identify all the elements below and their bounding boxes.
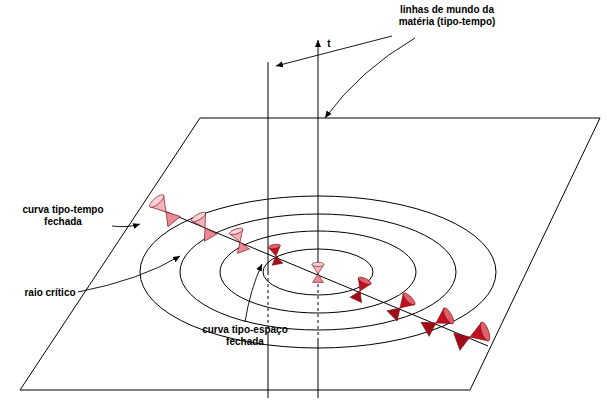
curve-label: curva tipo-tempo fechada — [14, 204, 112, 228]
light-cone — [190, 210, 217, 241]
light-cone — [229, 227, 250, 254]
axis-label: t — [323, 38, 335, 50]
light-cone — [268, 243, 283, 265]
light-cone — [312, 262, 324, 282]
radial-line — [150, 205, 488, 346]
curve-label: curva tipo-espaço fechada — [200, 324, 290, 348]
worldline — [268, 335, 269, 398]
worldline-label: linhas de mundo da matéria (tipo-tempo) — [392, 4, 502, 28]
spacetime-plane — [20, 118, 600, 390]
light-cones — [148, 193, 492, 351]
leader-lines — [78, 36, 415, 322]
light-cone — [386, 291, 416, 321]
time-axis — [318, 40, 319, 272]
worldline — [268, 62, 269, 272]
light-cone — [453, 321, 491, 351]
light-cone — [350, 276, 373, 303]
light-cone — [421, 306, 456, 337]
light-cone — [148, 193, 181, 228]
time-axis — [318, 340, 319, 398]
radius-label: raio crítico — [20, 287, 80, 299]
